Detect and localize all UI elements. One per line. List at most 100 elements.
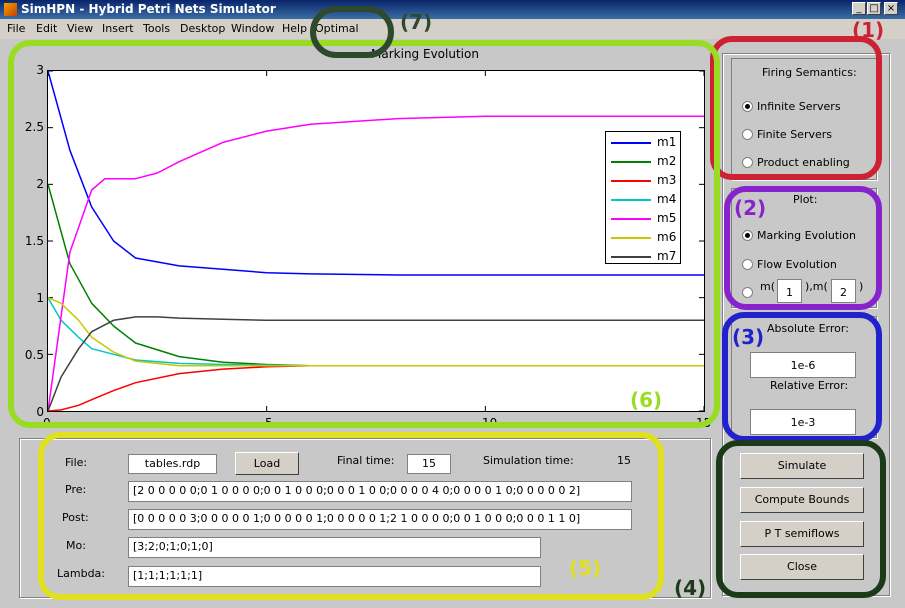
menu-tools[interactable]: Tools [143,22,171,35]
radio-flow-evolution[interactable] [742,259,753,270]
menu-desktop[interactable]: Desktop [180,22,226,35]
series-line-m7 [48,316,704,411]
legend-label: m4 [657,192,677,206]
menu-edit[interactable]: Edit [36,22,58,35]
y-tick-label: 2 [36,177,44,191]
radio-finite-servers[interactable] [742,129,753,140]
annotation-7-outline [310,6,394,58]
annotation-5-label: (5) [569,556,602,580]
radio-marking-evolution[interactable] [742,230,753,241]
legend-line-m3 [611,180,651,182]
matlab-icon [4,3,17,16]
legend-line-m1 [611,142,651,144]
flow-evolution-label[interactable]: Flow Evolution [757,258,837,271]
y-tick-label: 3 [36,63,44,77]
annotation-2-label: (2) [734,196,767,220]
radio-product-enabling[interactable] [742,157,753,168]
annotation-6-outline [8,40,720,428]
plot-svg [48,71,704,411]
m-label-mid: ),m( [805,280,828,293]
plot-group-title: Plot: [793,193,818,206]
lambda-label: Lambda: [57,567,105,580]
y-tick-label: 0 [36,405,44,419]
legend-item: m6 [611,229,681,247]
final-time-input[interactable]: 15 [407,454,451,474]
annotation-3-label: (3) [732,325,765,349]
marking-evolution-label[interactable]: Marking Evolution [757,229,856,242]
legend-item: m3 [611,172,681,190]
product-enabling-label[interactable]: Product enabling [757,156,850,169]
pre-label: Pre: [65,483,87,496]
annotation-3-outline [722,312,882,442]
annotation-7-label: (7) [400,10,433,34]
mo-input[interactable]: [3;2;0;1;0;1;0] [128,537,541,558]
legend-label: m7 [657,249,677,263]
file-label: File: [65,456,88,469]
annotation-2-outline [724,186,882,310]
plot-title: Marking Evolution [371,47,479,61]
m-index-1-input[interactable]: 1 [777,279,802,303]
firing-semantics-title: Firing Semantics: [762,66,857,79]
legend-line-m2 [611,161,651,163]
legend-line-m6 [611,237,651,239]
legend-line-m7 [611,256,651,258]
maximize-button[interactable]: □ [867,2,881,15]
compute-bounds-button[interactable]: Compute Bounds [740,487,864,513]
infinite-servers-label[interactable]: Infinite Servers [757,100,841,113]
menu-window[interactable]: Window [231,22,275,35]
menu-bar: File Edit View Insert Tools Desktop Wind… [0,19,905,39]
load-button[interactable]: Load [235,452,299,475]
post-input[interactable]: [0 0 0 0 0 3;0 0 0 0 0 1;0 0 0 0 0 1;0 0… [128,509,632,530]
series-line-m5 [48,115,704,411]
menu-view[interactable]: View [67,22,94,35]
m-label-close: ) [859,280,864,293]
absolute-error-input[interactable]: 1e-6 [750,352,856,378]
legend-item: m2 [611,153,681,171]
finite-servers-label[interactable]: Finite Servers [757,128,832,141]
y-tick-label: 1.5 [24,234,44,248]
relative-error-label: Relative Error: [770,379,849,392]
close-button[interactable]: Close [740,554,864,580]
y-tick-label: 2.5 [24,120,44,134]
mo-label: Mo: [66,539,86,552]
pt-semiflows-button[interactable]: P T semiflows [740,521,864,547]
lambda-input[interactable]: [1;1;1;1;1;1] [128,566,541,587]
pre-input[interactable]: [2 0 0 0 0 0;0 1 0 0 0 0;0 0 1 0 0 0;0 0… [128,481,632,502]
radio-infinite-servers[interactable] [742,101,753,112]
legend-line-m4 [611,199,651,201]
legend-line-m5 [611,218,651,220]
simulate-button[interactable]: Simulate [740,453,864,479]
legend: m1 m2 m3 m4 m5 m6 m7 [605,131,681,264]
post-label: Post: [62,511,89,524]
minimize-button[interactable]: _ [852,2,866,15]
title-bar: SimHPN - Hybrid Petri Nets Simulator _ □… [0,0,905,19]
annotation-6-label: (6) [630,388,663,412]
annotation-5-outline [38,432,664,600]
absolute-error-label: Absolute Error: [767,322,849,335]
legend-label: m3 [657,173,677,187]
series-line-m1 [48,71,704,276]
legend-label: m6 [657,230,677,244]
m-label-open: m( [760,280,776,293]
legend-item: m4 [611,191,681,209]
legend-label: m5 [657,211,677,225]
menu-insert[interactable]: Insert [102,22,134,35]
final-time-label: Final time: [337,454,395,467]
simulation-time-value: 15 [617,454,631,467]
window-title: SimHPN - Hybrid Petri Nets Simulator [21,2,276,16]
legend-label: m2 [657,154,677,168]
simulation-time-label: Simulation time: [483,454,574,467]
legend-item: m1 [611,134,681,152]
close-window-button[interactable]: × [884,2,898,15]
m-index-2-input[interactable]: 2 [831,279,856,303]
relative-error-input[interactable]: 1e-3 [750,409,856,435]
annotation-1-label: (1) [852,18,885,42]
series-line-m6 [48,297,704,367]
annotation-4-outline [716,440,886,598]
annotation-1-outline [710,36,882,180]
plot-axes [47,70,705,412]
menu-file[interactable]: File [7,22,26,35]
legend-label: m1 [657,135,677,149]
menu-help[interactable]: Help [282,22,308,35]
file-input[interactable]: tables.rdp [128,454,217,474]
